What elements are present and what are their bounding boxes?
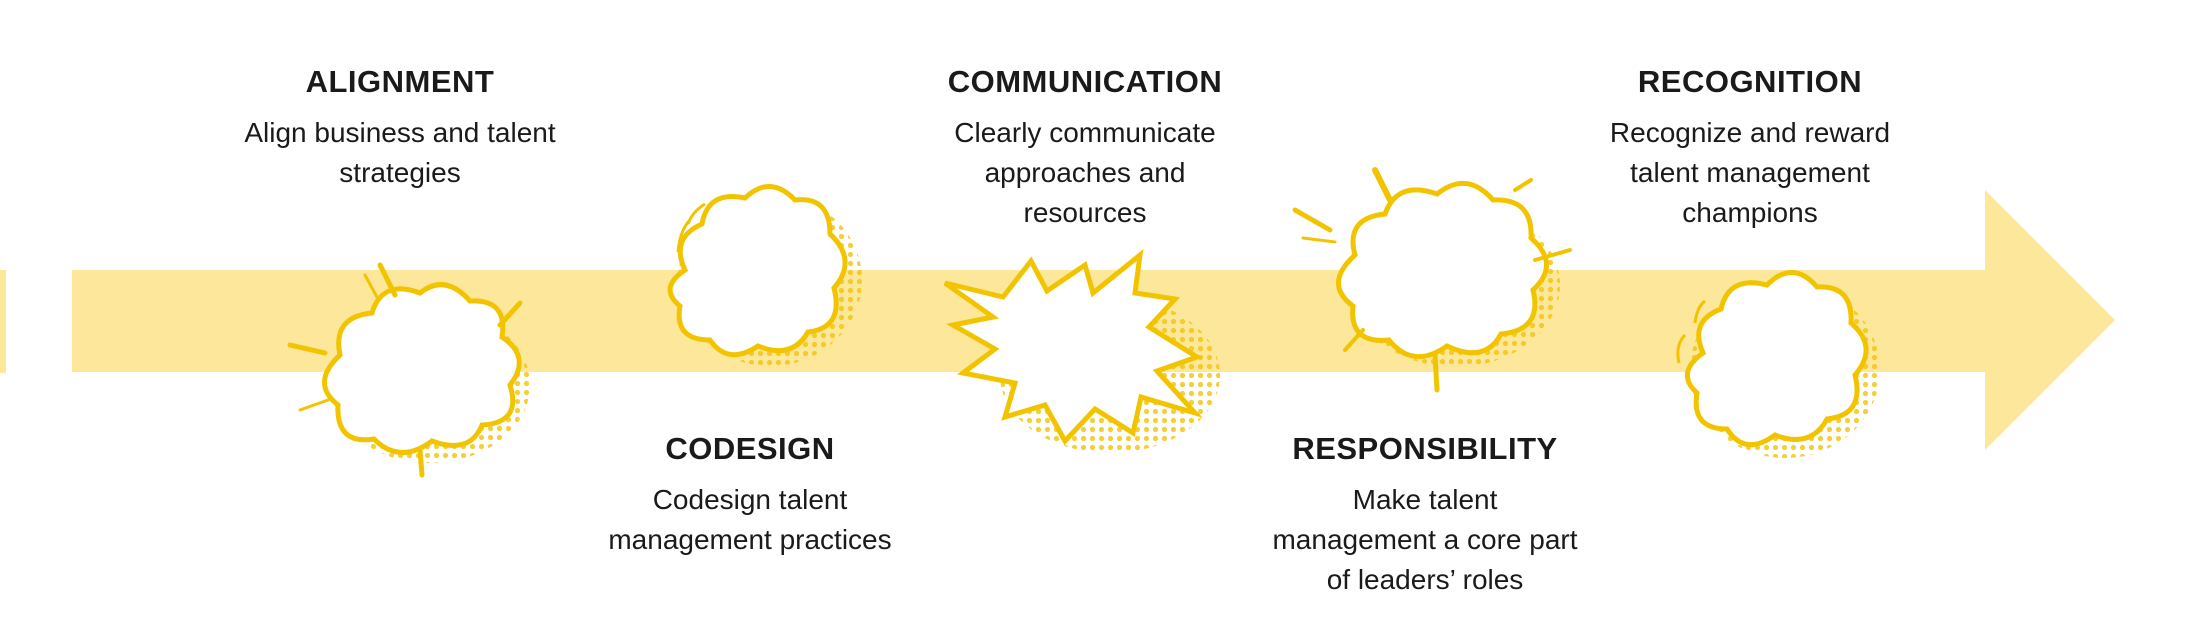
description-line: talent management — [1630, 157, 1870, 189]
description-line: management practices — [608, 524, 892, 556]
description-line: Recognize and reward — [1609, 117, 1891, 149]
step-description: Align business and talent strategies — [210, 113, 590, 193]
description-line: champions — [1682, 197, 1818, 229]
description-line: Codesign talent — [652, 484, 848, 516]
cloud-burst-icon — [287, 262, 530, 478]
description-line: resources — [1023, 197, 1147, 229]
spiky-burst-icon — [943, 249, 1220, 453]
step-communication: COMMUNICATION Clearly communicate approa… — [895, 64, 1275, 233]
description-line: Align business and talent — [244, 117, 556, 149]
description-line: Make talent — [1352, 484, 1498, 516]
step-title: ALIGNMENT — [305, 64, 495, 99]
description-line: approaches and — [984, 157, 1186, 189]
step-description: Recognize and reward talent management c… — [1560, 113, 1940, 233]
description-line: of leaders’ roles — [1326, 564, 1524, 596]
step-description: Codesign talent management practices — [560, 480, 940, 560]
cloud-burst-icon — [1292, 167, 1572, 393]
step-description: Clearly communicate approaches and resou… — [895, 113, 1275, 233]
step-alignment: ALIGNMENT Align business and talent stra… — [210, 64, 590, 193]
step-responsibility: RESPONSIBILITY Make talent management a … — [1235, 431, 1615, 600]
step-title: CODESIGN — [665, 431, 835, 466]
step-description: Make talent management a core part of le… — [1235, 480, 1615, 600]
step-recognition: RECOGNITION Recognize and reward talent … — [1560, 64, 1940, 233]
description-line: strategies — [339, 157, 461, 189]
step-codesign: CODESIGN Codesign talent management prac… — [560, 431, 940, 560]
step-title: RECOGNITION — [1637, 64, 1863, 99]
cloud-burst-icon — [667, 184, 862, 366]
cloud-burst-icon — [1676, 270, 1880, 458]
step-title: COMMUNICATION — [947, 64, 1223, 99]
step-title: RESPONSIBILITY — [1292, 431, 1558, 466]
description-line: Clearly communicate — [954, 117, 1216, 149]
description-line: management a core part — [1272, 524, 1578, 556]
arrow-tail-mark — [0, 270, 6, 373]
